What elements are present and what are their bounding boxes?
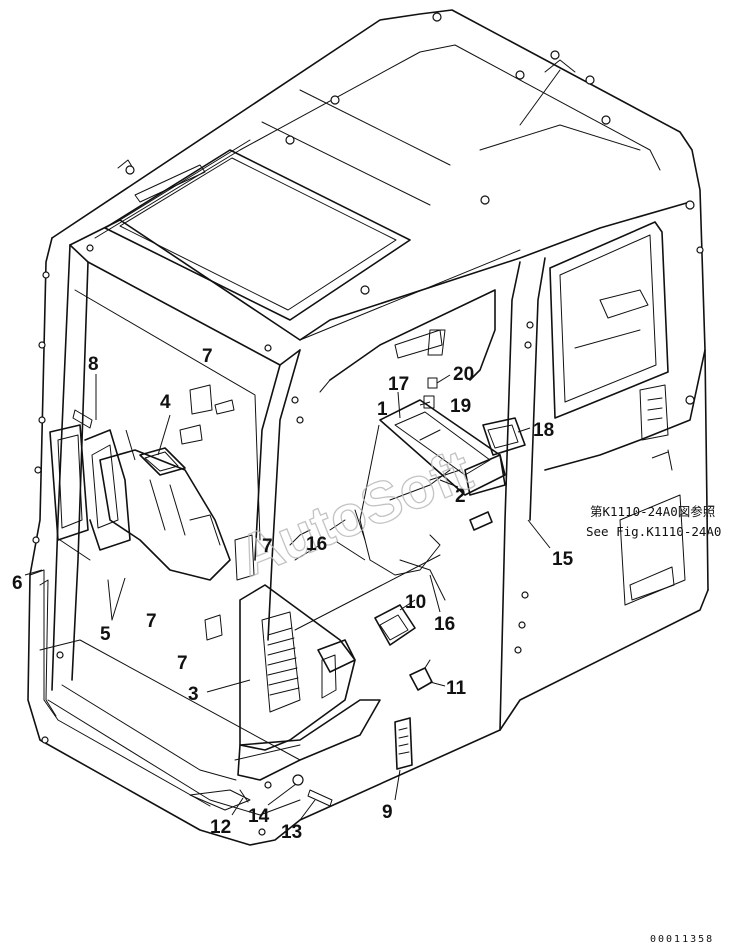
callout-15: 15: [552, 549, 574, 570]
callout-7: 7: [146, 611, 157, 632]
console-box: [72, 377, 673, 807]
callout-5: 5: [100, 624, 111, 645]
leader-lines: [24, 374, 669, 821]
callout-1: 1: [377, 399, 388, 420]
callout-10: 10: [405, 592, 426, 613]
watermark: AutoSoft: [229, 437, 480, 589]
callout-6: 6: [12, 573, 23, 594]
callout-9: 9: [382, 802, 393, 823]
callout-17: 17: [388, 374, 409, 395]
callout-7: 7: [177, 653, 188, 674]
reference-note-en: See Fig.K1110-24A0: [586, 524, 721, 539]
callout-3: 3: [188, 684, 199, 705]
callout-8: 8: [88, 354, 99, 375]
reference-note: 第K1110-24A0図参照 See Fig.K1110-24A0: [586, 504, 721, 539]
callout-7: 7: [262, 536, 273, 557]
callouts: 1 2 3 4 5 6 7 7 7 7 8 9 10 11 12 13 14 1…: [12, 346, 574, 843]
callout-16: 16: [434, 614, 455, 635]
document-id: 00011358: [650, 934, 714, 945]
callout-19: 19: [450, 396, 471, 417]
callout-12: 12: [210, 817, 231, 838]
callout-16: 16: [306, 534, 327, 555]
callout-4: 4: [160, 392, 171, 413]
callout-18: 18: [533, 420, 554, 441]
reference-note-jp: 第K1110-24A0図参照: [590, 504, 715, 519]
callout-14: 14: [248, 806, 270, 827]
callout-7: 7: [202, 346, 213, 367]
callout-2: 2: [455, 486, 466, 507]
duct-assembly: [49, 424, 413, 781]
callout-13: 13: [281, 822, 302, 843]
callout-11: 11: [446, 678, 467, 699]
cab-frame: [27, 9, 709, 846]
callout-20: 20: [453, 364, 474, 385]
